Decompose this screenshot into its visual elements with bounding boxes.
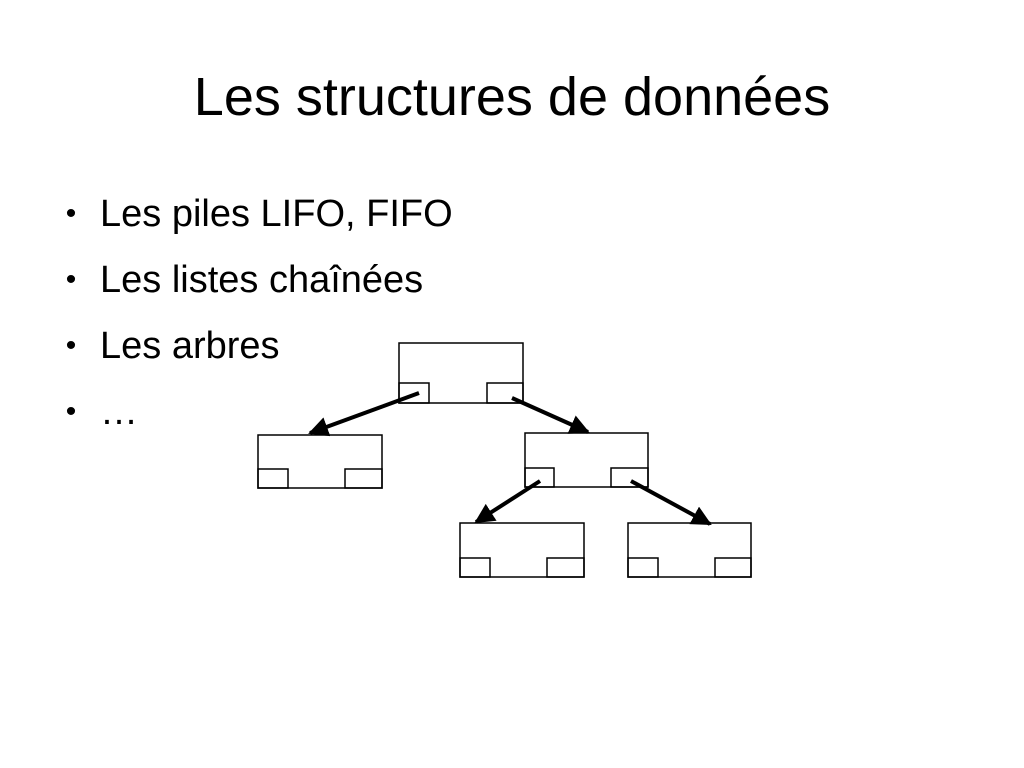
- slide-title: Les structures de données: [193, 67, 831, 127]
- bullet-item-linked-lists: • Les listes chaînées: [56, 250, 453, 316]
- node-left-pointer-cell: [398, 382, 430, 404]
- tree-node-right-left-child: [459, 522, 585, 578]
- tree-edge-right-to-right-right: [630, 479, 712, 526]
- node-left-pointer-cell: [524, 467, 555, 488]
- bullet-dot: •: [65, 395, 77, 428]
- bullet-list: • Les piles LIFO, FIFO • Les listes chaî…: [56, 184, 453, 448]
- node-right-pointer-cell: [610, 467, 649, 488]
- tree-node-right-right-child: [627, 522, 752, 578]
- tree-node-root: [398, 342, 524, 404]
- tree-edge-root-to-left: [308, 391, 420, 437]
- bullet-text: Les arbres: [100, 325, 280, 367]
- bullet-item-ellipsis: • …: [56, 382, 453, 448]
- tree-node-left-child: [257, 434, 383, 489]
- bullet-text: Les listes chaînées: [100, 259, 424, 301]
- tree-edge-right-to-right-left: [474, 479, 542, 524]
- bullet-item-stacks: • Les piles LIFO, FIFO: [56, 184, 453, 250]
- bullet-dot: •: [65, 329, 77, 362]
- tree-node-right-child: [524, 432, 649, 488]
- node-left-pointer-cell: [627, 557, 659, 578]
- node-right-pointer-cell: [714, 557, 752, 578]
- bullet-text: Les piles LIFO, FIFO: [100, 193, 453, 235]
- bullet-dot: •: [65, 197, 77, 230]
- node-left-pointer-cell: [257, 468, 289, 489]
- bullet-text: …: [100, 391, 138, 433]
- node-left-pointer-cell: [459, 557, 491, 578]
- bullet-item-trees: • Les arbres: [56, 316, 453, 382]
- node-right-pointer-cell: [546, 557, 585, 578]
- node-right-pointer-cell: [344, 468, 383, 489]
- tree-edge-root-to-right: [511, 396, 590, 434]
- bullet-dot: •: [65, 263, 77, 296]
- node-right-pointer-cell: [486, 382, 524, 404]
